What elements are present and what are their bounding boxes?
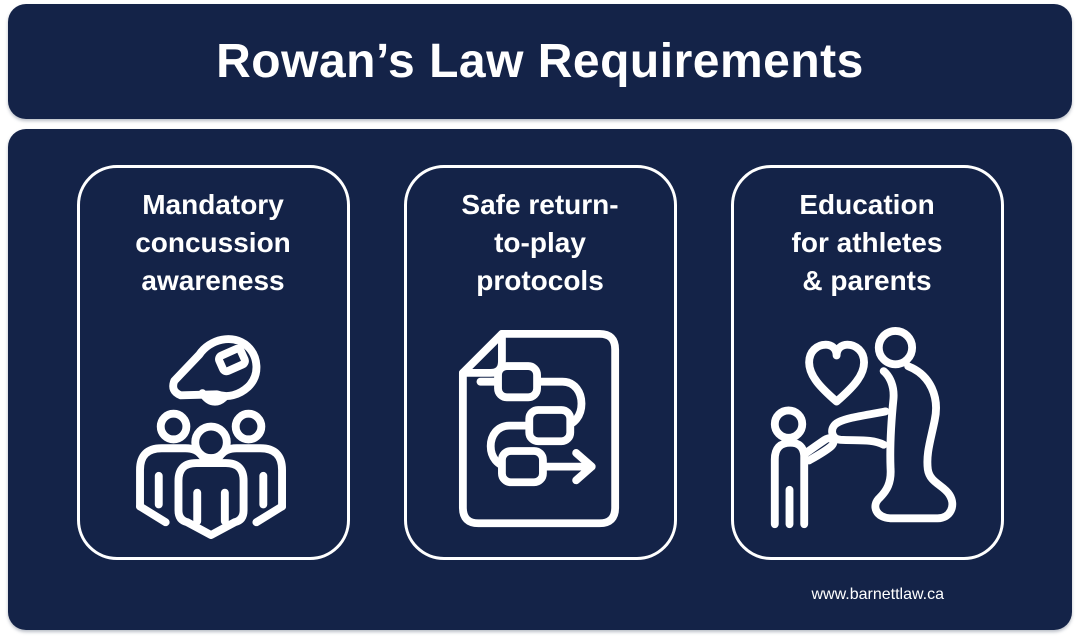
card-education-athletes-parents: Education for athletes & parents <box>730 165 1004 560</box>
page-title: Rowan’s Law Requirements <box>216 35 864 88</box>
card-title-line: Safe return- <box>461 189 619 220</box>
header-panel: Rowan’s Law Requirements <box>8 4 1072 119</box>
return-to-play-flowchart-document-icon <box>458 329 620 528</box>
card-title-line: Mandatory <box>142 189 284 220</box>
cards-row: Mandatory concussion awareness <box>8 129 1072 560</box>
card-title-line: Education <box>799 189 935 220</box>
parent-child-heart-icon <box>770 327 957 529</box>
card-safe-return-to-play: Safe return- to-play protocols <box>403 165 677 560</box>
card-title-line: awareness <box>141 265 285 296</box>
card-icon-wrap <box>764 304 970 557</box>
card-mandatory-concussion-awareness: Mandatory concussion awareness <box>76 165 350 560</box>
megaphone-crowd-icon <box>135 335 286 539</box>
card-icon-wrap <box>457 304 623 557</box>
card-title: Safe return- to-play protocols <box>461 186 618 300</box>
card-title: Education for athletes & parents <box>792 186 943 300</box>
card-title-line: concussion <box>135 227 291 258</box>
footer-url: www.barnettlaw.ca <box>811 586 944 603</box>
card-icon-wrap <box>132 304 295 557</box>
card-title-line: for athletes <box>791 227 943 258</box>
card-title-line: & parents <box>802 265 932 296</box>
card-title-line: to-play <box>494 227 586 258</box>
main-panel: Mandatory concussion awareness <box>8 129 1072 630</box>
card-title-line: protocols <box>476 265 604 296</box>
card-title: Mandatory concussion awareness <box>135 186 291 300</box>
